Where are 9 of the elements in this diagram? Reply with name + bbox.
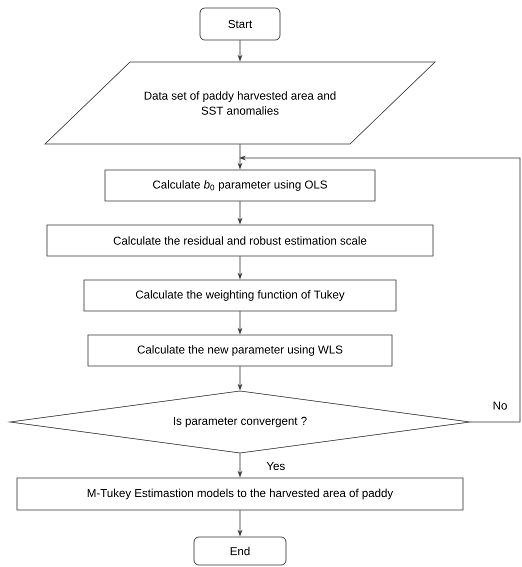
process-box: Calculate b$_{0}$ parameter using OLS (104, 170, 376, 202)
end-terminal: End (194, 536, 286, 566)
edge-label: Yes (265, 461, 286, 472)
process-box: Calculate the residual and robust estimation scale (46, 224, 434, 256)
edge-label: No (492, 400, 508, 411)
process-box: Calculate the new parameter using WLS (88, 334, 392, 366)
process-box: M-Tukey Estimastion models to the harvested area of paddy (16, 478, 464, 510)
process-box: Calculate the weighting function of Tukey (84, 280, 396, 312)
start-terminal: Start (200, 8, 280, 40)
